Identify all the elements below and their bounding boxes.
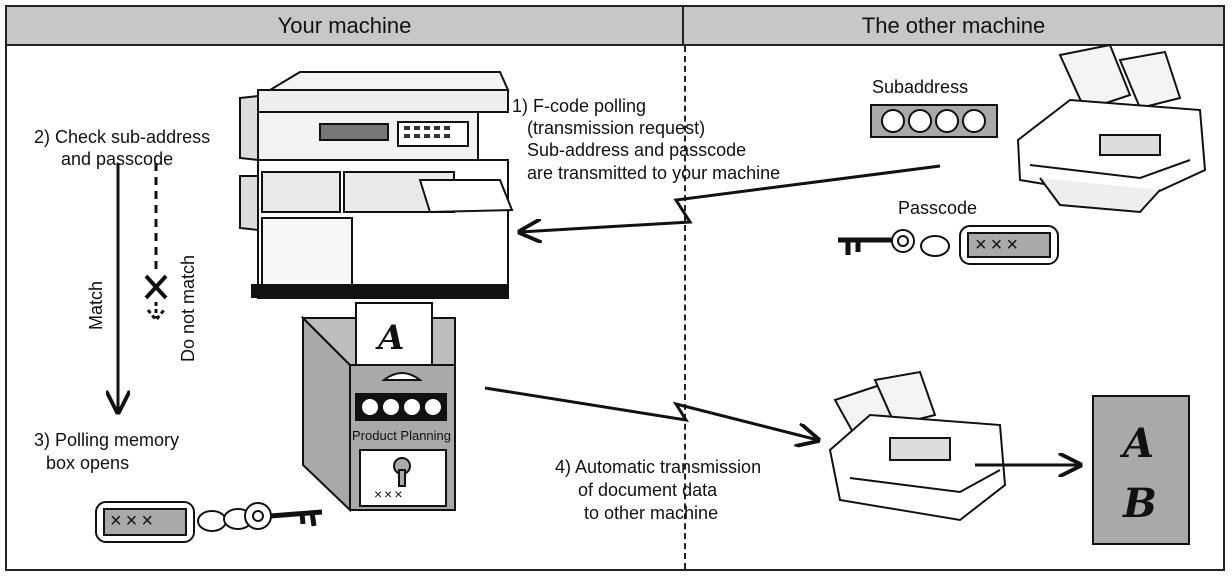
column-divider — [684, 46, 686, 569]
left-key-tag-mark: ××× — [110, 510, 158, 532]
step1-title: 1) F-code polling — [512, 96, 647, 116]
step3-line2: box opens — [46, 453, 130, 473]
right-key-tag-mark: ××× — [975, 234, 1023, 256]
match-label: Match — [86, 280, 106, 330]
memory-box-icon — [300, 302, 456, 513]
step4-line2: of document data — [578, 480, 718, 500]
step1-subtitle: (transmission request) — [527, 118, 706, 138]
arrow-transmit — [484, 386, 818, 440]
step4-line3: to other machine — [584, 503, 719, 523]
passcode-key-left-icon — [95, 501, 323, 543]
do-not-match-label: Do not match — [178, 254, 198, 362]
arrow-request — [520, 164, 941, 232]
passcode-key-right-icon — [838, 225, 1059, 265]
subaddress-label: Subaddress — [872, 77, 969, 97]
output-document — [1092, 395, 1190, 545]
step2-line2: and passcode — [61, 149, 174, 169]
step3-line1: 3) Polling memory — [34, 430, 180, 450]
header-other-machine: The other machine — [684, 7, 1223, 46]
copier-icon — [239, 71, 514, 299]
fax-machine-bottom-icon — [828, 370, 1007, 522]
subaddress-box — [870, 104, 998, 138]
step1-line4: are transmitted to your machine — [527, 163, 781, 183]
passcode-label: Passcode — [898, 198, 978, 218]
no-match-cross-icon — [144, 274, 168, 300]
step1-line3: Sub-address and passcode — [527, 140, 747, 160]
box-key-mark: ××× — [374, 486, 405, 502]
step2-line1: 2) Check sub-address — [34, 127, 211, 147]
output-letter-a: A — [1123, 420, 1155, 467]
header-your-machine: Your machine — [7, 7, 684, 46]
box-document-letter-a: A — [378, 318, 405, 358]
fax-machine-top-icon — [1016, 43, 1207, 214]
diagram-frame: Your machine The other machine — [5, 5, 1225, 571]
step4-line1: 4) Automatic transmission — [555, 457, 762, 477]
output-letter-b: B — [1123, 480, 1157, 527]
product-planning-label: Product Planning — [352, 428, 452, 443]
